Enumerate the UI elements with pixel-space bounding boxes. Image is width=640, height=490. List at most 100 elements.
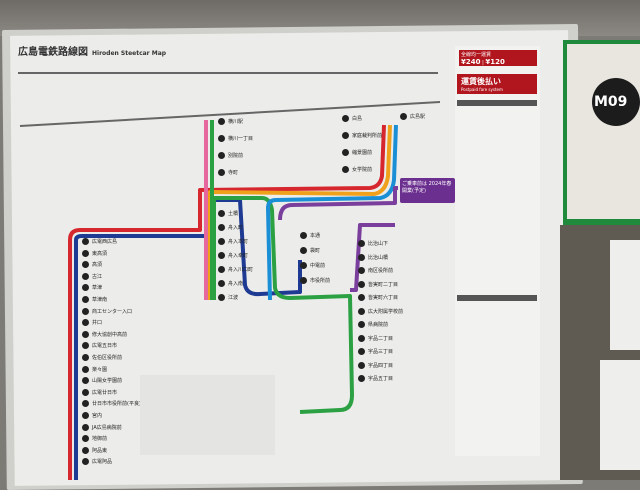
station-name: 草津: [92, 285, 103, 292]
station-marker-icon: [82, 435, 89, 443]
station-label: 県病院前: [358, 321, 388, 328]
station-label: 縮景園前: [342, 149, 372, 156]
station-label: 廿日市市役所前(平良): [82, 400, 141, 408]
station-label: 比治山橋: [358, 253, 389, 261]
station-label: 山陽女学園前: [82, 377, 122, 385]
station-label: 本通: [300, 232, 320, 239]
info-panel: [455, 46, 540, 456]
station-marker-icon: [218, 238, 225, 245]
station-label: 中電前: [300, 262, 325, 269]
station-label: 江波: [218, 294, 238, 301]
station-code: M09: [592, 78, 640, 126]
station-marker-icon: [218, 266, 225, 273]
station-name: 広大附属学校前: [368, 308, 404, 315]
station-marker-icon: [82, 446, 89, 454]
station-marker-icon: [218, 152, 225, 159]
station-name: JA広島病院前: [92, 424, 122, 431]
station-marker-icon: [358, 361, 365, 369]
station-name: 宇品四丁目: [368, 362, 394, 369]
line-green: [212, 196, 354, 414]
station-name: 舟入本町: [228, 239, 249, 245]
station-name: 地御前: [92, 436, 108, 443]
title-en: Hiroden Steetcar Map: [92, 50, 167, 57]
title-ja: 広島電鉄路線図: [18, 47, 88, 58]
station-name: 家庭裁判所前: [352, 133, 383, 139]
line-red: [68, 124, 386, 480]
station-name: 皆実町二丁目: [368, 281, 399, 288]
station-name: 広電廿日市: [92, 389, 118, 396]
station-name: 阿品東: [92, 447, 108, 454]
station-label: 修大協創中高前: [82, 330, 128, 338]
station-label: 東高須: [82, 249, 107, 257]
station-label: 阿品東: [82, 446, 108, 454]
station-marker-icon: [358, 294, 365, 301]
station-label: 皆実町二丁目: [358, 280, 399, 288]
station-marker-icon: [300, 247, 307, 254]
station-marker-icon: [218, 135, 225, 142]
station-name: 中電前: [310, 263, 326, 269]
station-marker-icon: [358, 375, 365, 382]
station-marker-icon: [218, 210, 225, 217]
station-label: 草津: [82, 284, 103, 292]
station-label: 古江: [82, 272, 102, 280]
postpaid-label-en: Postpaid fare system: [461, 87, 503, 92]
station-name: 別院前: [228, 153, 244, 159]
station-label: 舟入町: [218, 224, 243, 231]
station-name: 広島駅: [410, 114, 426, 120]
poster: [610, 240, 640, 350]
station-name: 舟入川口町: [228, 267, 254, 273]
station-marker-icon: [218, 280, 225, 287]
station-name: 南区役所前: [368, 268, 394, 274]
station-marker-icon: [342, 149, 349, 156]
station-label: 横川駅: [218, 118, 243, 125]
line-orange: [208, 124, 392, 300]
station-name: 舟入町: [228, 225, 244, 231]
station-label: 地御前: [82, 435, 108, 443]
station-name: 江波: [228, 295, 239, 301]
station-marker-icon: [82, 354, 89, 361]
station-name: 比治山橋: [368, 254, 389, 261]
station-label: 舟入幸町: [218, 252, 248, 259]
station-marker-icon: [358, 280, 365, 288]
station-marker-icon: [300, 262, 307, 269]
station-label: 草津南: [82, 296, 107, 303]
poster: [600, 360, 640, 470]
station-marker-icon: [300, 277, 307, 284]
line-blue: [266, 124, 398, 301]
station-name: 白島: [352, 116, 363, 122]
station-name: 廿日市市役所前(平良): [92, 401, 141, 408]
station-label: 横川一丁目: [218, 135, 253, 142]
station-label: 皆実町六丁目: [358, 294, 398, 301]
station-marker-icon: [358, 321, 365, 328]
station-marker-icon: [82, 388, 89, 396]
station-name: 縮景園前: [352, 150, 373, 156]
station-marker-icon: [82, 342, 89, 350]
station-label: 比治山下: [358, 240, 388, 247]
jr-line: [19, 101, 441, 127]
station-name: 井口: [92, 320, 103, 327]
line-purple: [278, 186, 398, 292]
station-marker-icon: [218, 224, 225, 231]
station-marker-icon: [218, 169, 225, 176]
station-marker-icon: [82, 238, 89, 245]
station-name: 宇品二丁目: [368, 335, 394, 342]
station-label: 高須: [82, 261, 103, 269]
station-name: 舟入幸町: [228, 253, 249, 259]
station-marker-icon: [342, 166, 349, 173]
station-name: 市役所前: [310, 278, 331, 284]
station-label: 舟入川口町: [218, 266, 253, 273]
station-marker-icon: [358, 240, 365, 247]
station-marker-icon: [82, 365, 89, 373]
station-label: 宇品三丁目: [358, 348, 393, 355]
station-label: 別院前: [218, 152, 243, 159]
station-name: 修大協創中高前: [92, 331, 128, 338]
station-label: 商工センター入口: [82, 307, 132, 315]
station-name: 寺町: [228, 170, 239, 176]
station-marker-icon: [82, 319, 89, 327]
station-name: 高須: [92, 262, 103, 269]
station-marker-icon: [82, 249, 89, 257]
station-marker-icon: [82, 296, 89, 303]
station-name: 横川駅: [228, 119, 244, 125]
station-name: 草津南: [92, 297, 108, 303]
